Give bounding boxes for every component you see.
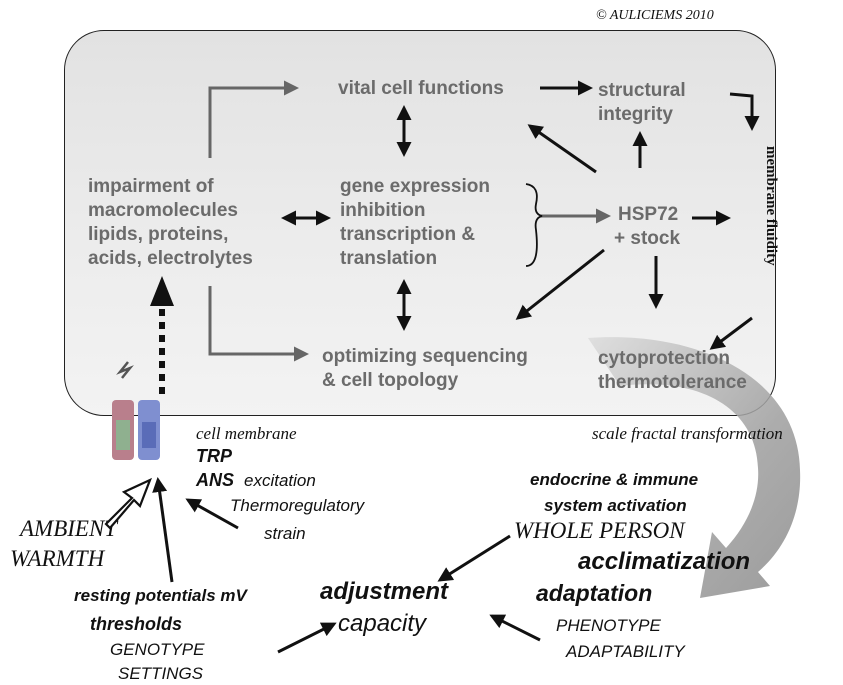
- lightning-icon: [116, 361, 134, 379]
- settings-label: SETTINGS: [118, 664, 204, 683]
- impairment-line1: impairment of: [88, 176, 214, 197]
- adaptation-label: adaptation: [536, 580, 653, 606]
- adjustment-label: adjustment: [320, 578, 449, 605]
- trp-channel-icon: [112, 400, 160, 460]
- membrane-fluidity: membrane fluidity: [763, 146, 779, 266]
- structural-integrity-line1: structural: [598, 80, 686, 101]
- arrow-hsp-to-optimizing: [515, 248, 605, 320]
- brace-gene: [525, 183, 543, 267]
- gene-expression-line1: gene expression: [340, 176, 490, 197]
- scale-fractal-label: scale fractal transformation: [592, 424, 783, 443]
- arrow-resting-to-membrane: [152, 477, 174, 583]
- phenotype-label: PHENOTYPE: [556, 616, 661, 635]
- gene-expression-line3: transcription &: [340, 224, 476, 245]
- adaptability-label: ADAPTABILITY: [566, 642, 685, 661]
- resting-potentials-label: resting potentials mV: [74, 586, 247, 605]
- ambient-label: AMBIENT: [20, 516, 118, 541]
- arrow-strain-to-membrane: [185, 498, 239, 530]
- acclimatization-label: acclimatization: [578, 548, 751, 575]
- arrow-membrane-to-cytoprotection: [709, 316, 753, 350]
- impairment-line3: lipids, proteins,: [88, 224, 229, 245]
- ans-label: ANS: [196, 470, 235, 490]
- whole-person-label: WHOLE PERSON: [514, 518, 685, 543]
- warmth-label: WARMTH: [10, 546, 105, 571]
- arrow-phenotype-to-capacity: [489, 614, 541, 642]
- capacity-label: capacity: [338, 610, 427, 637]
- arrow-impairment-to-optimizing: [208, 286, 309, 362]
- arrow-whole-to-adjustment: [437, 534, 511, 582]
- thermotolerance: thermotolerance: [598, 372, 747, 393]
- structural-integrity-line2: integrity: [598, 104, 673, 125]
- impairment-line4: acids, electrolytes: [88, 248, 253, 269]
- thresholds-label: thresholds: [90, 614, 183, 634]
- trp-label: TRP: [196, 446, 232, 466]
- cytoprotection: cytoprotection: [598, 348, 730, 369]
- system-activation-label: system activation: [544, 496, 687, 515]
- vital-cell-functions: vital cell functions: [338, 78, 504, 99]
- impairment-line2: macromolecules: [88, 200, 238, 221]
- hsp72-stock: + stock: [614, 228, 681, 249]
- thermoregulatory-label: Thermoregulatory: [230, 496, 365, 515]
- arrow-impairment-to-vital: [208, 80, 299, 158]
- excitation-label: excitation: [244, 471, 316, 490]
- optimizing-line1: optimizing sequencing: [322, 346, 528, 367]
- cell-membrane-label: cell membrane: [196, 424, 297, 443]
- gene-expression-line4: translation: [340, 248, 438, 269]
- genotype-label: GENOTYPE: [110, 640, 205, 659]
- copyright: © AULICIEMS 2010: [596, 8, 714, 23]
- gene-expression-line2: inhibition: [340, 200, 426, 221]
- optimizing-line2: & cell topology: [322, 370, 459, 391]
- arrow-hsp-to-vital: [527, 124, 597, 174]
- arrow-structural-to-membrane: [729, 92, 760, 131]
- ambient-hollow-arrow: [104, 477, 152, 530]
- dotted-arrow-head: [150, 276, 174, 306]
- strain-label: strain: [264, 524, 306, 543]
- endocrine-label: endocrine & immune: [530, 470, 699, 489]
- arrow-genotype-to-capacity: [277, 622, 337, 654]
- hsp72: HSP72: [618, 204, 679, 225]
